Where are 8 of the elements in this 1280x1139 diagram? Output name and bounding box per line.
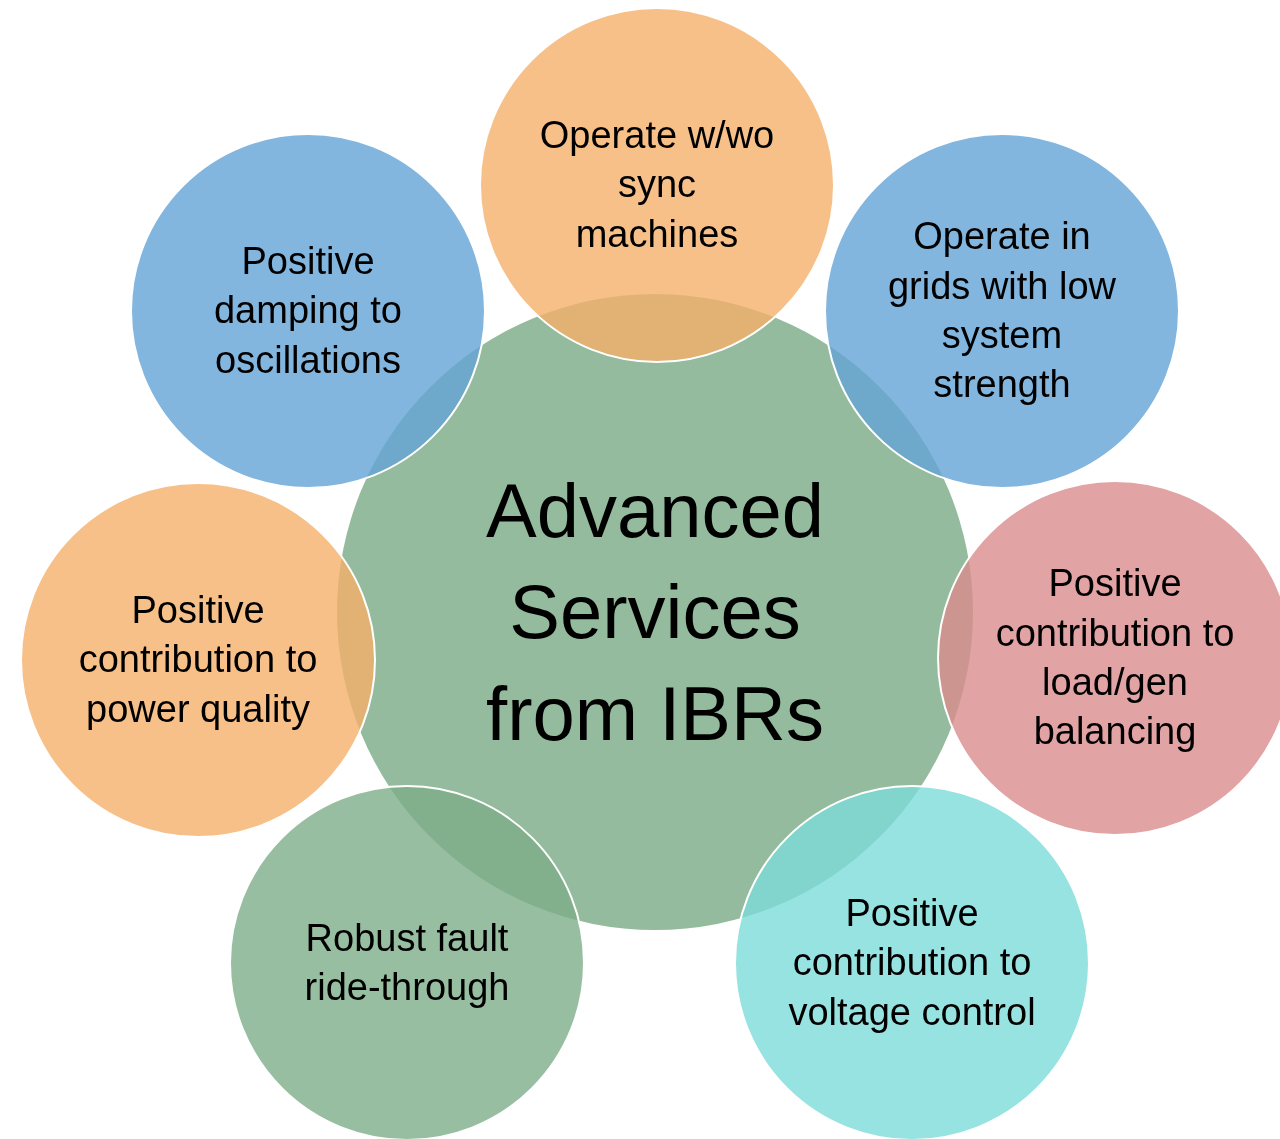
service-label: Positive contribution to load/gen balancing bbox=[994, 561, 1236, 755]
service-label: Operate in grids with low system strength bbox=[886, 214, 1118, 408]
service-label: Positive damping to oscillations bbox=[213, 238, 403, 383]
service-label: Robust fault ride-through bbox=[303, 915, 511, 1010]
service-label: Operate w/wo sync machines bbox=[538, 112, 776, 257]
service-label: Positive contribution to voltage control bbox=[787, 890, 1037, 1035]
center-title: Advanced Services from IBRs bbox=[485, 467, 825, 758]
service-label: Positive contribution to power quality bbox=[77, 587, 319, 732]
